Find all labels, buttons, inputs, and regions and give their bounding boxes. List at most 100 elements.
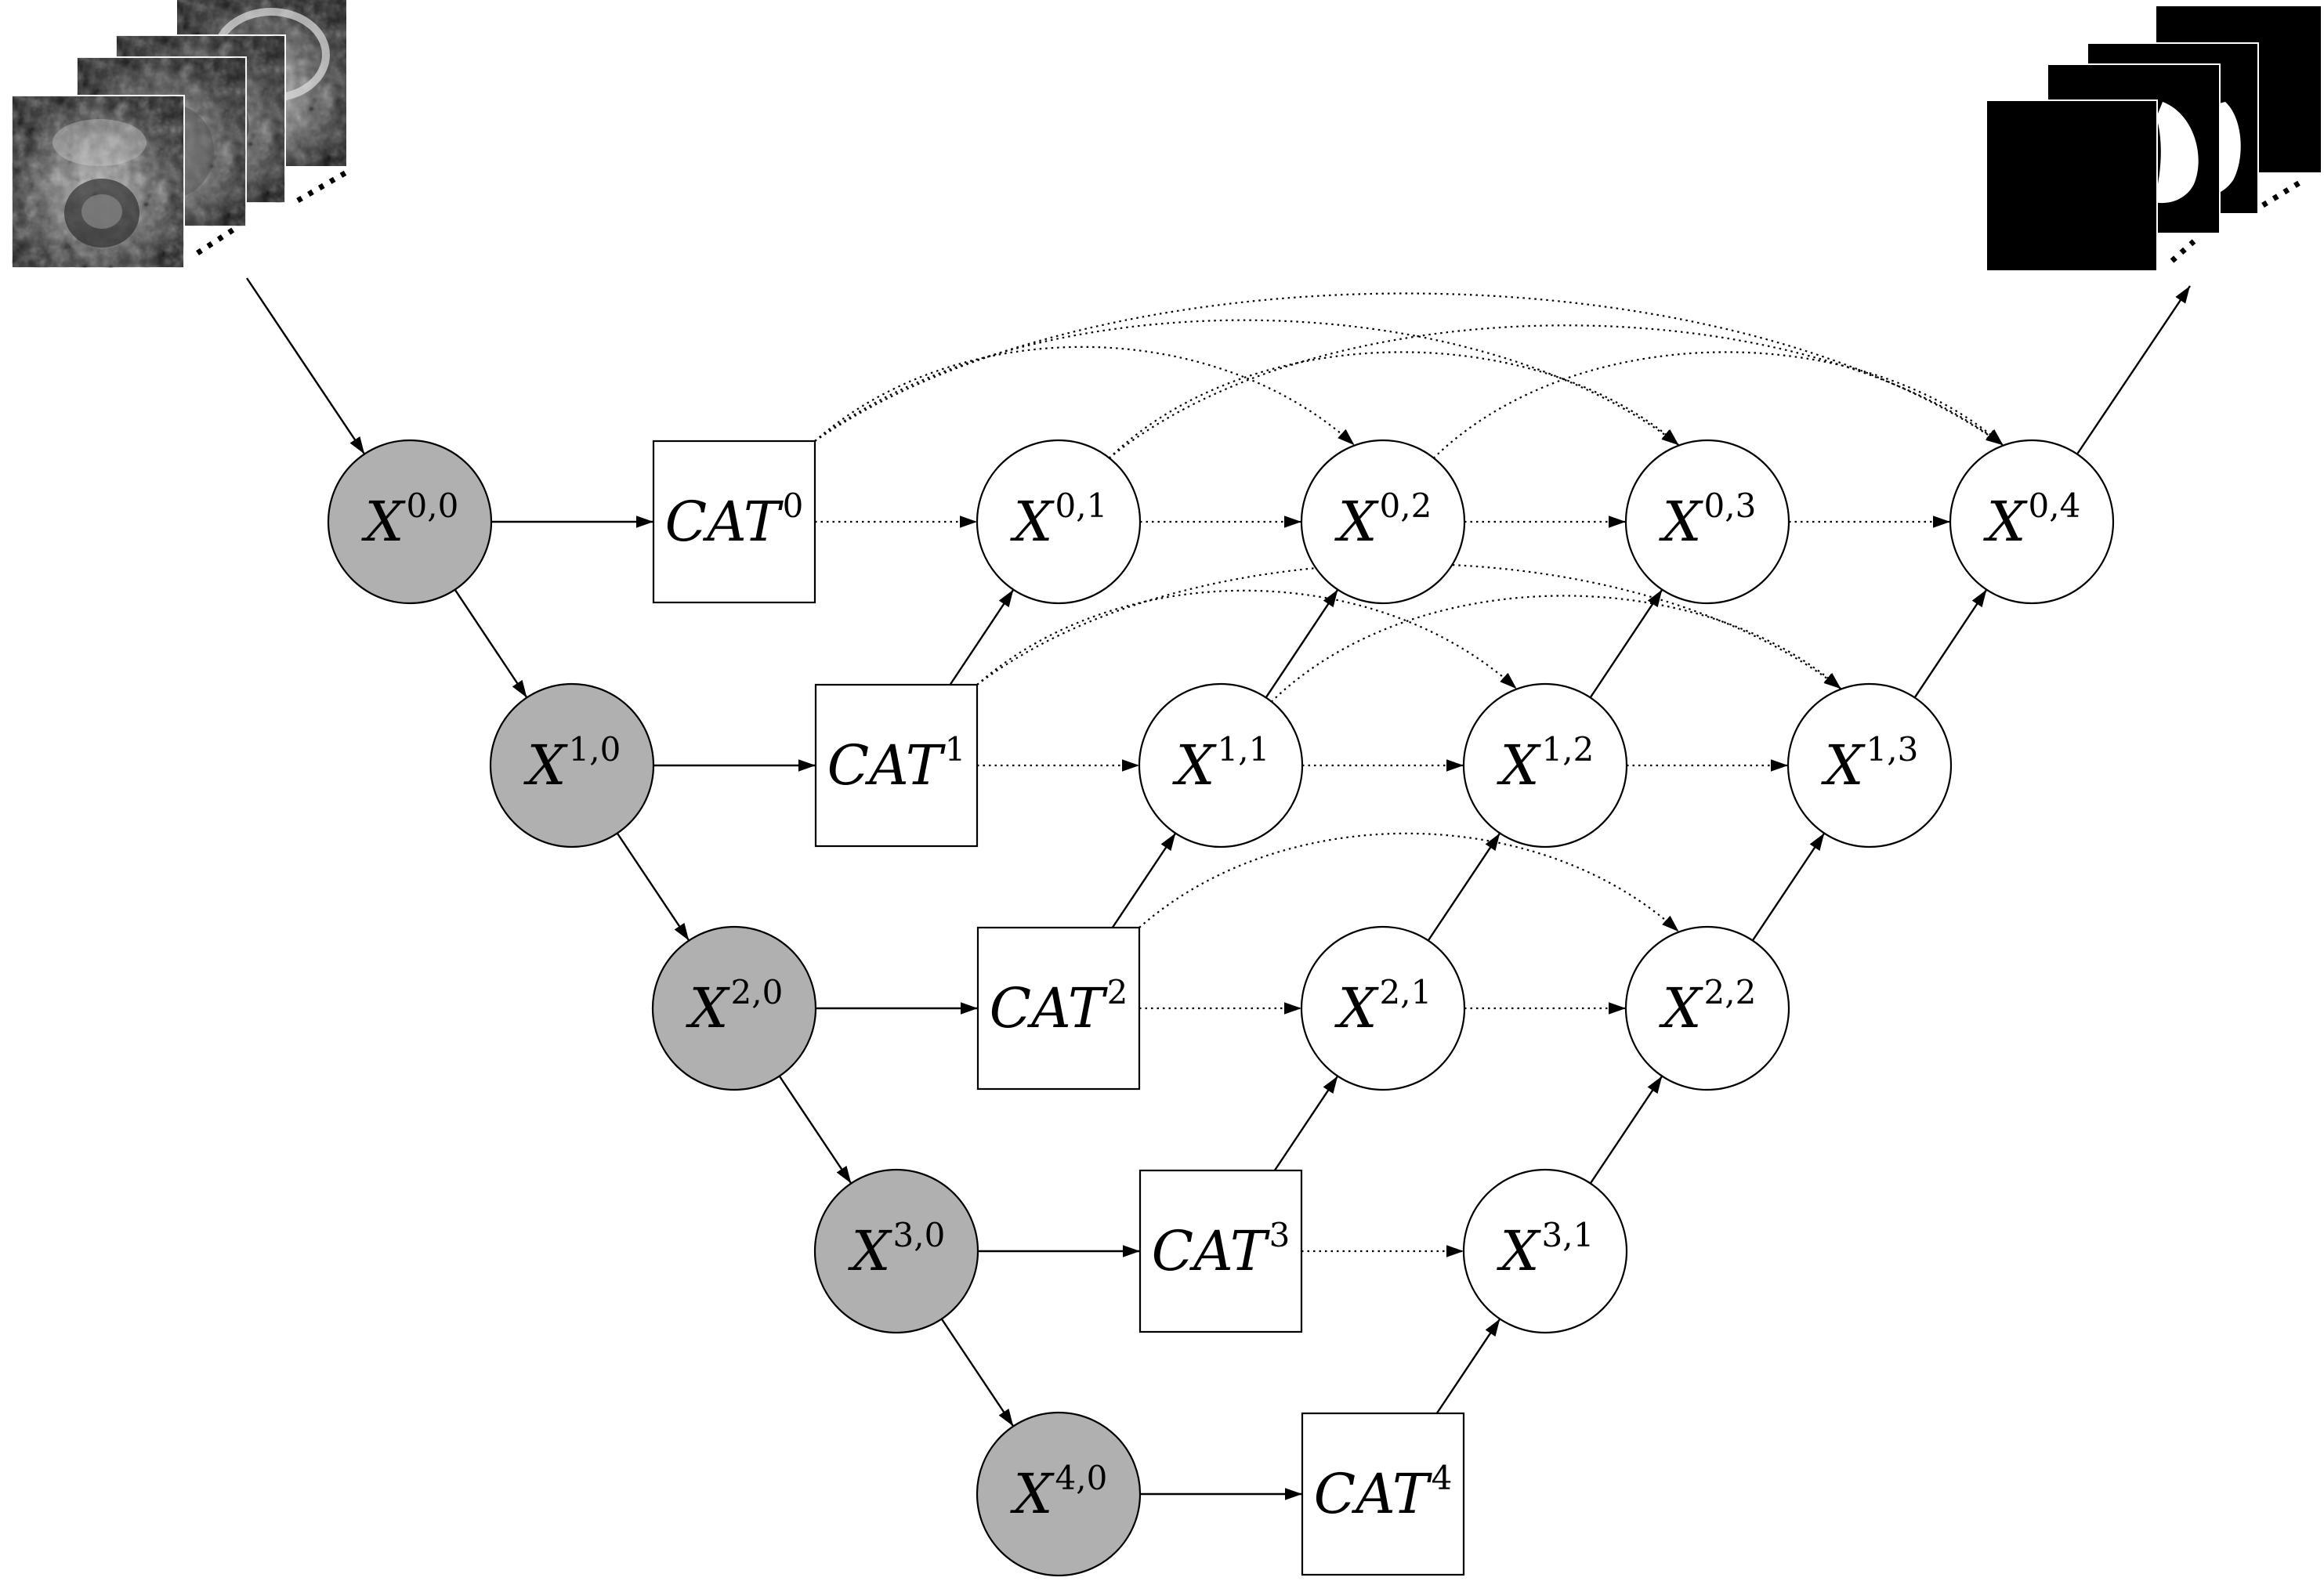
node-x01: X0,1 — [976, 439, 1142, 605]
dense-skip-edge-CAT1-X12 — [976, 589, 1518, 690]
cat-box — [1138, 1169, 1303, 1333]
node-label: X2,2 — [1659, 973, 1757, 1040]
node-label-base: X — [1497, 1219, 1542, 1283]
decoder-circle — [1624, 925, 1790, 1091]
decoder-circle — [1624, 439, 1790, 605]
edge-X13-X04 — [1913, 588, 1988, 699]
node-cat4: CAT4 — [1301, 1412, 1465, 1576]
node-label-base: X — [1659, 490, 1704, 554]
node-label: CAT1 — [827, 730, 966, 798]
node-x21: X2,1 — [1300, 925, 1466, 1091]
node-label-superscript: 4,0 — [1055, 1459, 1108, 1497]
edge-input-X00 — [246, 277, 366, 455]
node-x40: X4,0 — [976, 1411, 1142, 1577]
node-label-superscript: 1,2 — [1542, 730, 1595, 769]
cat-box — [976, 926, 1141, 1091]
node-label: X3,1 — [1497, 1216, 1595, 1283]
node-label-base: X — [848, 1219, 893, 1283]
cat-box — [1301, 1412, 1465, 1576]
node-label-base: X — [686, 976, 731, 1040]
nodes: X0,0X1,0X2,0X3,0X4,0CAT0CAT1CAT2CAT3CAT4… — [327, 439, 2115, 1577]
node-label-superscript: 2,0 — [731, 973, 784, 1011]
node-label-base: X — [361, 490, 407, 554]
node-label-base: X — [1172, 733, 1218, 798]
edge-X12-X03 — [1589, 588, 1663, 699]
node-label-base: X — [1334, 976, 1380, 1040]
dense-skip-edge-CAT2-X22 — [1138, 832, 1680, 933]
cat-box — [652, 440, 816, 604]
node-label-superscript: 0,1 — [1055, 487, 1108, 525]
node-label: X0,2 — [1334, 487, 1432, 554]
cat-box — [814, 683, 979, 848]
node-x00: X0,0 — [327, 439, 493, 605]
node-x04: X0,4 — [1949, 439, 2115, 605]
decoder-circle — [1786, 682, 1953, 848]
node-label: CAT3 — [1152, 1216, 1291, 1283]
node-cat1: CAT1 — [814, 683, 979, 848]
node-label-base: X — [1010, 1462, 1055, 1526]
edge-X20-X30 — [778, 1075, 852, 1185]
decoder-circle — [976, 439, 1142, 605]
dense-skip-edge-CAT0-X04 — [814, 292, 2004, 447]
edge-X21-X12 — [1427, 832, 1501, 942]
decoder-circle — [1138, 682, 1304, 848]
node-x30: X3,0 — [813, 1168, 979, 1334]
decoder-circle — [1462, 1168, 1628, 1334]
node-label-superscript: 4 — [1432, 1459, 1453, 1497]
edge-CAT4-X31 — [1435, 1318, 1501, 1414]
decoder-circle — [1300, 439, 1466, 605]
mri-image-stack-icon — [11, 0, 348, 269]
node-label-superscript: 0,0 — [407, 487, 459, 525]
decoder-circle — [1949, 439, 2115, 605]
node-x10: X1,0 — [489, 682, 655, 848]
dense-skip-edge-CAT0-X02 — [814, 346, 1356, 447]
encoder-circle — [327, 439, 493, 605]
node-x02: X0,2 — [1300, 439, 1466, 605]
decoder-circle — [1462, 682, 1628, 848]
node-label: CAT4 — [1314, 1459, 1453, 1526]
node-label-base: X — [1010, 490, 1055, 554]
node-label: X4,0 — [1010, 1459, 1108, 1526]
node-cat0: CAT0 — [652, 440, 816, 604]
edge-X11-X02 — [1265, 588, 1339, 699]
node-cat2: CAT2 — [976, 926, 1141, 1091]
node-label: X3,0 — [848, 1216, 946, 1283]
edge-X30-X40 — [940, 1318, 1015, 1427]
node-label: CAT2 — [990, 973, 1128, 1040]
edge-CAT2-X11 — [1111, 832, 1177, 928]
node-label-superscript: 1,3 — [1866, 730, 1919, 769]
encoder-circle — [651, 925, 817, 1091]
edge-X22-X13 — [1751, 832, 1826, 942]
edges — [246, 277, 2191, 1500]
edge-X00-X10 — [454, 588, 528, 699]
node-label: X0,0 — [361, 487, 459, 554]
node-label-base: X — [1821, 733, 1866, 798]
node-label-base: CAT — [827, 733, 946, 798]
node-label-base: CAT — [1152, 1219, 1270, 1283]
node-label-superscript: 3,1 — [1542, 1216, 1595, 1254]
node-x20: X2,0 — [651, 925, 817, 1091]
node-label-base: X — [1497, 733, 1542, 798]
node-label-base: CAT — [1314, 1462, 1432, 1526]
node-x03: X0,3 — [1624, 439, 1790, 605]
edge-CAT1-X01 — [949, 588, 1015, 686]
node-label: X0,3 — [1659, 487, 1757, 554]
node-label-superscript: 3,0 — [893, 1216, 946, 1254]
node-label-base: X — [1659, 976, 1704, 1040]
dense-skip-edge-CAT1-X13 — [976, 563, 1842, 690]
node-label: X2,1 — [1334, 973, 1432, 1040]
node-label-base: CAT — [990, 976, 1108, 1040]
node-label-superscript: 0 — [783, 487, 804, 525]
encoder-circle — [489, 682, 655, 848]
node-label-superscript: 0,4 — [2029, 487, 2081, 525]
node-label-superscript: 2,1 — [1380, 973, 1432, 1011]
node-label-superscript: 1,0 — [569, 730, 621, 769]
node-label: X1,0 — [523, 730, 621, 798]
node-x13: X1,3 — [1786, 682, 1953, 848]
node-label: X0,1 — [1010, 487, 1108, 554]
node-label-superscript: 2,2 — [1704, 973, 1757, 1011]
edge-X04-output — [2076, 285, 2191, 455]
node-x11: X1,1 — [1138, 682, 1304, 848]
node-label: CAT0 — [665, 487, 804, 554]
